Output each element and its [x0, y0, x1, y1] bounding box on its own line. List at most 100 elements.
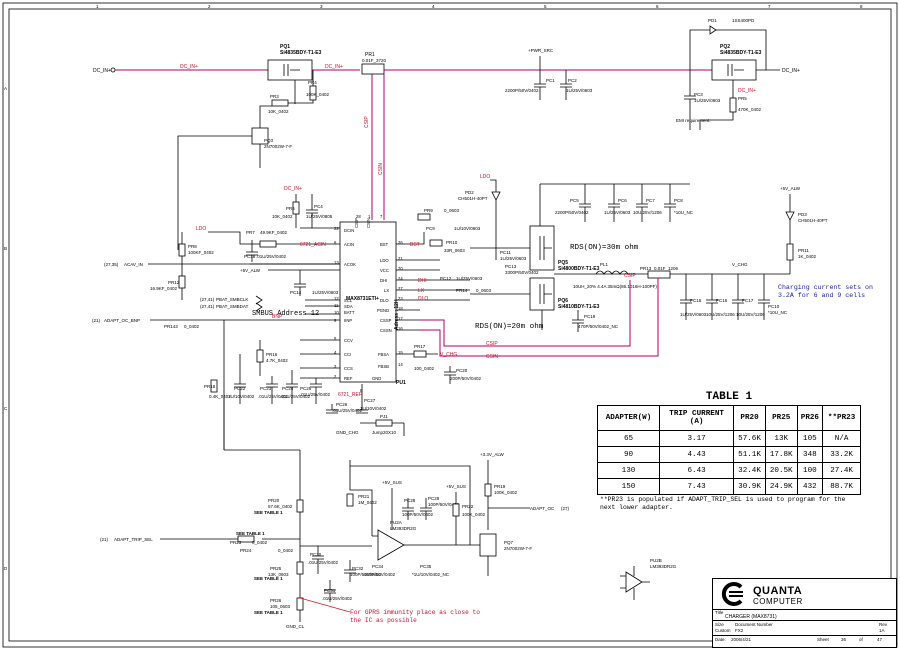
- pin-number: 3: [334, 364, 337, 369]
- wire-trip-sel: [160, 512, 372, 562]
- net-csip: CSIP: [364, 116, 370, 128]
- pr18-ref: PR18: [204, 384, 216, 389]
- of-label: of: [859, 637, 863, 642]
- pr7-value: 49.9KF_0402: [260, 230, 288, 235]
- pu1-chip: MAX8731ETI+: [346, 296, 379, 302]
- wire-fets: [470, 184, 630, 330]
- table-cell: 4.43: [659, 446, 735, 463]
- table-cell: 100: [796, 462, 824, 479]
- net-v-chg: V_CHG: [732, 262, 748, 267]
- pc6-ref: PC6: [618, 198, 627, 203]
- pr19-value: 100K_0402: [494, 490, 518, 495]
- table-row: 90 4.43 51.1K 17.8K 348 33.2K: [596, 446, 861, 463]
- pin-number: 6: [334, 240, 337, 245]
- quanta-logo-icon: [721, 582, 743, 606]
- pin-ccv: CCV: [344, 338, 353, 343]
- col-marker: 8: [860, 4, 863, 9]
- pc28-value: 100P/50V/0402: [402, 512, 434, 517]
- table-footnote: **PR23 is populated if ADAPT_TRIP_SEL is…: [600, 496, 846, 511]
- table-header-row: ADAPTER(W) TRIP CURRENT (A) PR20 PR25 PR…: [596, 405, 861, 431]
- table-cell: 32.4K: [733, 462, 766, 479]
- title-block: QUANTA COMPUTER Title CHARGER (MAX8731) …: [712, 578, 897, 648]
- pr5-value: 470K_0402: [738, 107, 762, 112]
- pr7-ref: PR7: [246, 230, 255, 235]
- table-cell: 7.43: [659, 478, 735, 495]
- pc10-value: *10U_NC: [768, 310, 788, 315]
- pr16-ref: PR16: [266, 352, 278, 357]
- net-acav-in: ACAV_IN: [124, 262, 143, 267]
- pr6-value: 10K_0402: [272, 214, 293, 219]
- pin-number: 23: [398, 296, 403, 301]
- wire: [689, 29, 767, 70]
- sheet-title: CHARGER (MAX8731): [725, 614, 777, 620]
- pr143-ref: PR143: [164, 324, 178, 329]
- pc3-ref: PC3: [694, 92, 703, 97]
- port-arrows: [255, 295, 263, 312]
- pc22-value: 1U/10V/0402: [228, 394, 255, 399]
- capacitor-symbols-output: [680, 274, 770, 320]
- mosfet-symbol: [539, 284, 552, 304]
- pc15-value: 1U/25V/0603: [680, 312, 707, 317]
- pc23-value: .01U/25V/0402: [258, 394, 289, 399]
- pc1-value: 2200P/50V/0402: [505, 88, 539, 93]
- pin-pgnd: PGND: [377, 308, 389, 313]
- pc11-ref: PC11: [500, 250, 511, 255]
- pc6-value: 1U/25V/0603: [604, 210, 631, 215]
- net-dc-in-wire: DC_IN+: [180, 64, 198, 70]
- inductor-pl1: [595, 270, 629, 275]
- pq3-value: 2N7002W-7-F: [264, 144, 292, 149]
- pr1-value: 0.01F_3720: [362, 58, 387, 63]
- table-cell: 51.1K: [733, 446, 766, 463]
- pin-gnd: GND: [372, 376, 381, 381]
- capacitor-pc28-pc29: [402, 498, 432, 520]
- pc16-value: 10U/25V/1206: [706, 312, 735, 317]
- pl1-value: 10UH_20% 4.4A 35mΩ(86.1016H-100PF): [573, 284, 657, 289]
- resistor-pr21: [346, 493, 354, 507]
- pin-number: 24: [398, 276, 403, 281]
- net-acin: 6721_ACIN: [300, 242, 326, 248]
- pin-ldo: LDO: [380, 258, 389, 263]
- header-pr20: PR20: [733, 405, 766, 431]
- gprs-note: For GPRS immunity place as close to the …: [350, 609, 480, 624]
- see-table-a: SEE TABLE 1: [254, 510, 283, 515]
- wire-pu2b: [620, 566, 650, 600]
- doc-label: Document Number: [735, 622, 773, 627]
- pin-number: 14: [398, 362, 403, 367]
- adapter-table: ADAPTER(W) TRIP CURRENT (A) PR20 PR25 PR…: [596, 405, 861, 495]
- pr8-value: 100KF_0402: [188, 250, 214, 255]
- pc20-ref: PC20: [456, 368, 468, 373]
- net-bnp: BNP: [272, 314, 283, 320]
- sheet-value: 36: [841, 637, 847, 642]
- pc4-value: 1U/25V/0805: [306, 214, 333, 219]
- net-dlo: DLO: [418, 296, 428, 302]
- wire-cs-feedback: [420, 278, 659, 357]
- wire: [699, 80, 734, 130]
- net-pbat-smbclk: PBAT_SMBCLK: [216, 297, 248, 302]
- col-marker: 1: [96, 4, 99, 9]
- pr20-ref: PR20: [268, 498, 280, 503]
- pq6-ref: PQ6: [558, 298, 568, 304]
- company-name: QUANTA: [753, 585, 803, 597]
- pin-number: 1: [368, 214, 371, 219]
- pc8-ref: PC8: [674, 198, 683, 203]
- pc28-ref: PC28: [404, 498, 416, 503]
- company-subtitle: COMPUTER: [753, 597, 803, 606]
- net-alw5-right: +5V_ALW: [780, 186, 801, 191]
- pc2-ref: PC2: [568, 78, 577, 83]
- pin-iinp: IINP: [344, 318, 352, 323]
- pc17-value: 10U/25V/1206: [736, 312, 765, 317]
- net-dc-in-mid: DC_IN+: [738, 88, 756, 94]
- pq2-ref: PQ2: [720, 44, 730, 50]
- pr25-value: 13K_0603: [268, 572, 289, 577]
- pc26-ref: PC26: [336, 402, 348, 407]
- rev-label: Rev: [879, 622, 888, 627]
- pin-number: 26: [398, 240, 403, 245]
- pc23-ref: PC23: [260, 386, 272, 391]
- resistor-pr20: [296, 499, 304, 513]
- col-marker: 6: [656, 4, 659, 9]
- resistor-pr26: [296, 597, 304, 611]
- header-adapter: ADAPTER(W): [596, 405, 661, 431]
- pr21-value: 1M_0402: [358, 500, 377, 505]
- pr26-value: 105_0603: [270, 604, 291, 609]
- pc20-value: 200P/50V/0402: [450, 376, 482, 381]
